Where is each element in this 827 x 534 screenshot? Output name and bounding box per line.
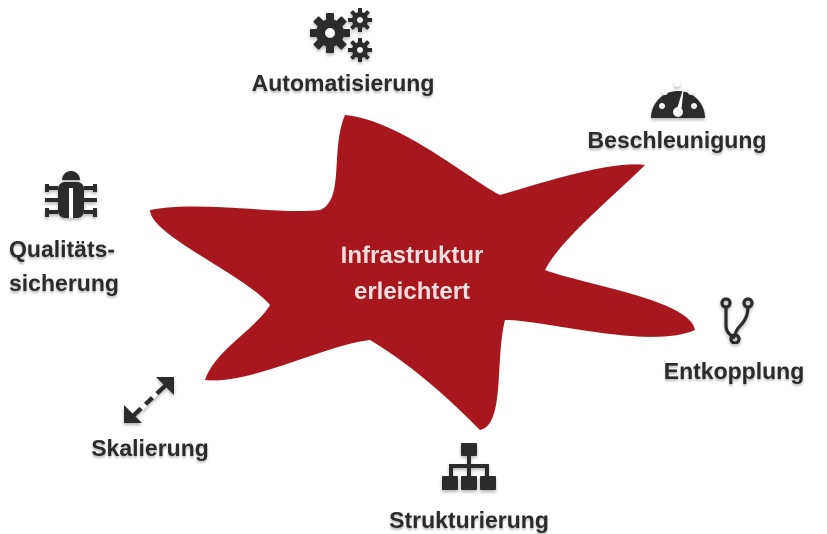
label-qualitaetssicherung-line-2: sicherung (9, 270, 119, 296)
label-qualitaetssicherung: Qualitäts- sicherung (9, 232, 119, 300)
speedometer-icon (648, 70, 708, 126)
sitemap-icon (441, 441, 497, 495)
label-entkopplung: Entkopplung (663, 358, 805, 384)
label-automatisierung: Automatisierung (251, 70, 435, 96)
label-skalierung: Skalierung (91, 435, 209, 461)
gears-icon (308, 6, 378, 64)
bug-icon (44, 170, 98, 222)
label-beschleunigung: Beschleunigung (587, 127, 767, 153)
central-title-line-1: Infrastruktur (340, 242, 484, 269)
central-title-line-2: erleichtert (353, 278, 471, 305)
branch-icon (718, 296, 756, 344)
central-title: Infrastruktur erleichtert (341, 238, 484, 310)
resize-arrows-icon (120, 373, 178, 427)
label-strukturierung: Strukturierung (389, 507, 549, 533)
label-qualitaetssicherung-line-1: Qualitäts- (9, 236, 116, 262)
